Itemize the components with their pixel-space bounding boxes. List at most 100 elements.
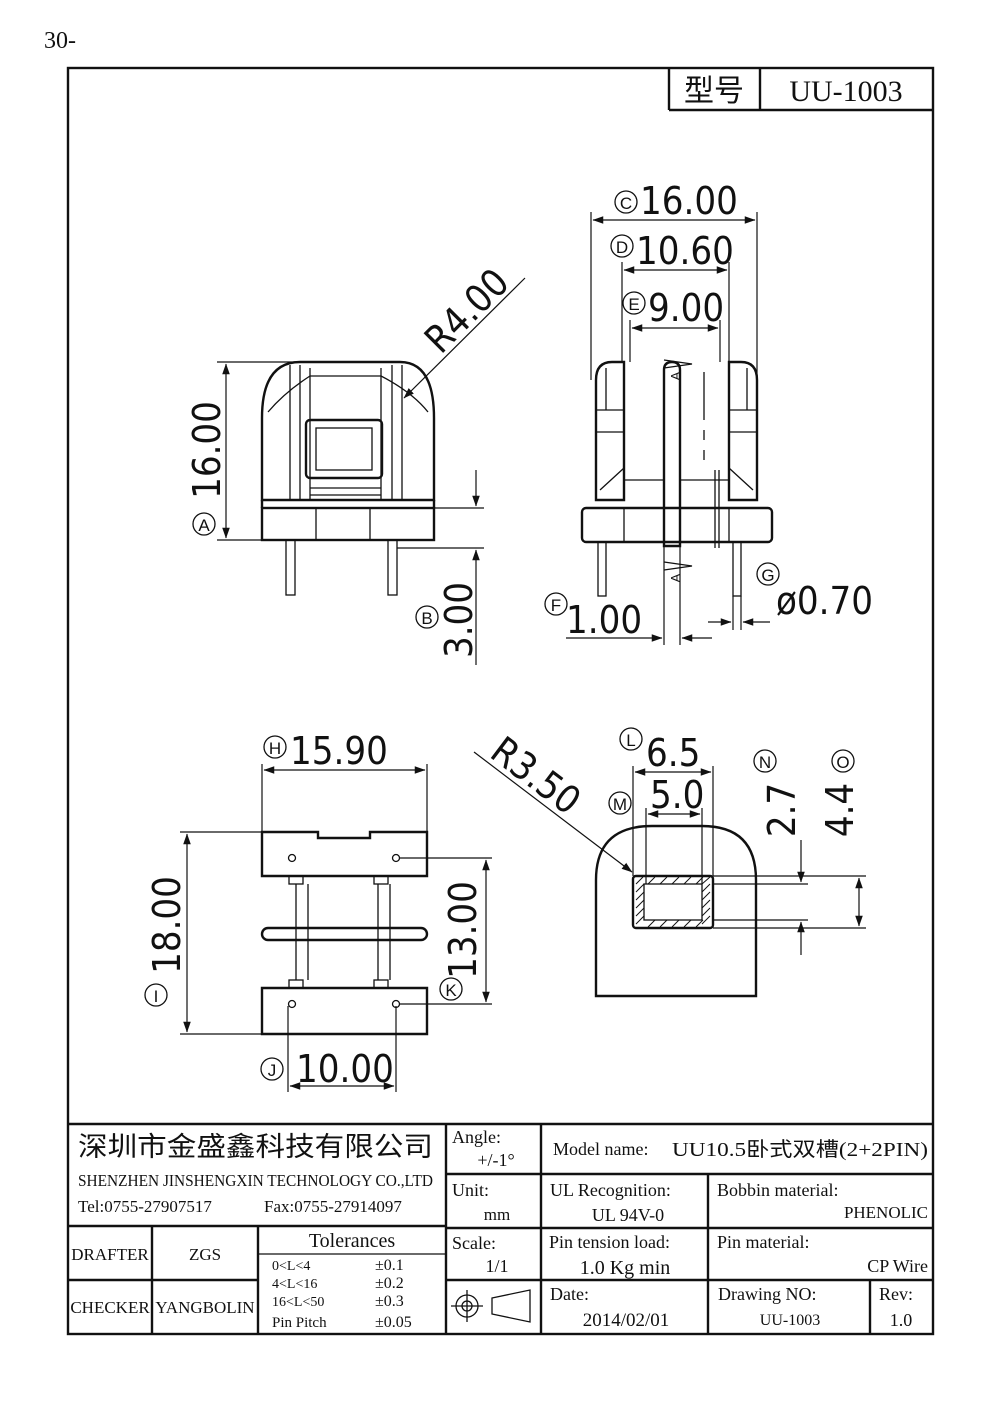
- side-view: A A: [580, 359, 774, 597]
- drafter-value: ZGS: [189, 1245, 221, 1264]
- dimension-o-letter: O: [836, 753, 849, 772]
- angle-label: Angle:: [452, 1127, 501, 1147]
- section-view: [594, 824, 758, 998]
- dimension-l: L 6.5: [619, 727, 714, 876]
- dimension-n-letter: N: [759, 753, 771, 772]
- dimension-o-value: 4.4: [818, 783, 862, 837]
- dimension-f-value: 1.00: [566, 598, 642, 642]
- dimension-f-letter: F: [551, 596, 561, 615]
- dimension-k-letter: K: [445, 981, 457, 1000]
- tolerance-value: ±0.2: [375, 1275, 404, 1292]
- section-mark-top: A: [668, 371, 683, 380]
- dimension-k-value: 13.00: [441, 881, 485, 979]
- dimension-e-value: 9.00: [648, 286, 724, 330]
- front-view: [260, 360, 436, 596]
- pin-tension-label: Pin tension load:: [549, 1232, 670, 1252]
- dimension-m: M 5.0: [608, 773, 704, 884]
- pin-material-label: Pin material:: [717, 1232, 809, 1252]
- dimension-c-letter: C: [620, 194, 632, 213]
- title-block: 深圳市金盛鑫科技有限公司 SHENZHEN JINSHENGXIN TECHNO…: [68, 1122, 933, 1334]
- drawing-border: [66, 66, 935, 1336]
- page-mark: 30-: [44, 28, 76, 54]
- dimension-d: D 10.60: [610, 229, 734, 362]
- dimension-o: 4.4 O: [713, 749, 866, 929]
- bobbin-material-value: PHENOLIC: [844, 1203, 928, 1222]
- dimension-n: 2.7 N: [713, 749, 808, 955]
- tolerance-range: 0<L<4: [272, 1259, 310, 1274]
- tolerance-range: Pin Pitch: [272, 1315, 327, 1331]
- checker-label: CHECKER: [70, 1298, 150, 1317]
- checker-value: YANGBOLIN: [155, 1298, 254, 1317]
- dimension-m-value: 5.0: [650, 773, 704, 817]
- dimension-l-letter: L: [626, 731, 635, 750]
- projection-symbol: [451, 1289, 531, 1323]
- drawing-no-label: Drawing NO:: [718, 1284, 816, 1304]
- tolerance-range: 16<L<50: [272, 1295, 324, 1310]
- tolerances-title: Tolerances: [309, 1230, 396, 1252]
- dimension-g-letter: G: [761, 566, 774, 585]
- radius-r400-value: R4.00: [416, 260, 518, 362]
- unit-label: Unit:: [452, 1180, 489, 1200]
- company-tel: Tel:0755-27907517: [78, 1197, 212, 1216]
- tolerance-value: ±0.05: [375, 1314, 412, 1331]
- dimension-g-value: ø0.70: [776, 579, 873, 623]
- dimension-e-letter: E: [628, 295, 639, 314]
- date-value: 2014/02/01: [583, 1310, 670, 1331]
- scale-label: Scale:: [452, 1233, 496, 1253]
- dimension-m-letter: M: [613, 795, 627, 814]
- section-mark-bottom: A: [668, 573, 683, 582]
- dimension-d-letter: D: [616, 238, 628, 257]
- dimension-j: J 10.00: [260, 1006, 397, 1092]
- model-header-box: 型号 UU-1003: [667, 68, 933, 112]
- company-name-cn: 深圳市金盛鑫科技有限公司: [78, 1132, 433, 1162]
- scale-value: 1/1: [485, 1256, 508, 1276]
- dimension-a-letter: A: [198, 516, 210, 535]
- pin-tension-value: 1.0 Kg min: [580, 1257, 671, 1279]
- dimension-i-value: 18.00: [145, 876, 189, 974]
- ul-recognition-value: UL 94V-0: [592, 1205, 664, 1225]
- rev-label: Rev:: [879, 1284, 913, 1304]
- company-fax: Fax:0755-27914097: [264, 1197, 402, 1216]
- dimension-a-value: 16.00: [185, 401, 229, 499]
- dimension-n-value: 2.7: [760, 783, 804, 837]
- model-header-label: 型号: [684, 75, 744, 108]
- dimension-b-letter: B: [421, 609, 432, 628]
- unit-value: mm: [484, 1205, 510, 1224]
- model-name-label: Model name:: [553, 1139, 648, 1159]
- model-name-value: UU10.5卧式双槽(2+2PIN): [672, 1138, 928, 1161]
- dimension-h: H 15.90: [261, 729, 428, 832]
- dimension-j-value: 10.00: [296, 1047, 394, 1091]
- radius-r400: R4.00: [403, 260, 526, 399]
- bobbin-material-label: Bobbin material:: [717, 1180, 838, 1200]
- drafter-label: DRAFTER: [71, 1245, 149, 1264]
- dimension-h-value: 15.90: [290, 729, 388, 773]
- tolerance-range: 4<L<16: [272, 1277, 317, 1292]
- dimension-h-letter: H: [269, 739, 281, 758]
- dimension-c-value: 16.00: [640, 179, 738, 223]
- drawing-no-value: UU-1003: [760, 1312, 820, 1329]
- tolerance-value: ±0.1: [375, 1257, 404, 1274]
- dimension-b: 3.00 B: [397, 470, 484, 665]
- model-header-value: UU-1003: [789, 75, 902, 108]
- dimension-f: F 1.00: [544, 546, 712, 645]
- dimension-j-letter: J: [268, 1061, 277, 1080]
- dimension-l-value: 6.5: [646, 731, 700, 775]
- dimension-e: E 9.00: [622, 286, 724, 362]
- ul-recognition-label: UL Recognition:: [550, 1180, 671, 1200]
- dimension-d-value: 10.60: [636, 229, 734, 273]
- dimension-a: 16.00 A: [185, 361, 300, 541]
- dimension-i-letter: I: [154, 987, 159, 1006]
- date-label: Date:: [550, 1284, 589, 1304]
- dimension-i: 18.00 I: [144, 831, 262, 1035]
- rev-value: 1.0: [890, 1310, 913, 1330]
- angle-value: +/-1°: [477, 1150, 514, 1170]
- radius-r350-value: R3.50: [483, 728, 589, 823]
- radius-r350: R3.50: [473, 728, 633, 873]
- company-name-en: SHENZHEN JINSHENGXIN TECHNOLOGY CO.,LTD: [78, 1171, 433, 1190]
- dimension-b-value: 3.00: [437, 582, 481, 658]
- pin-material-value: CP Wire: [867, 1256, 928, 1276]
- dimension-k: 13.00 K: [400, 857, 492, 1005]
- tolerance-value: ±0.3: [375, 1293, 404, 1310]
- dimension-c: C 16.00: [590, 179, 758, 380]
